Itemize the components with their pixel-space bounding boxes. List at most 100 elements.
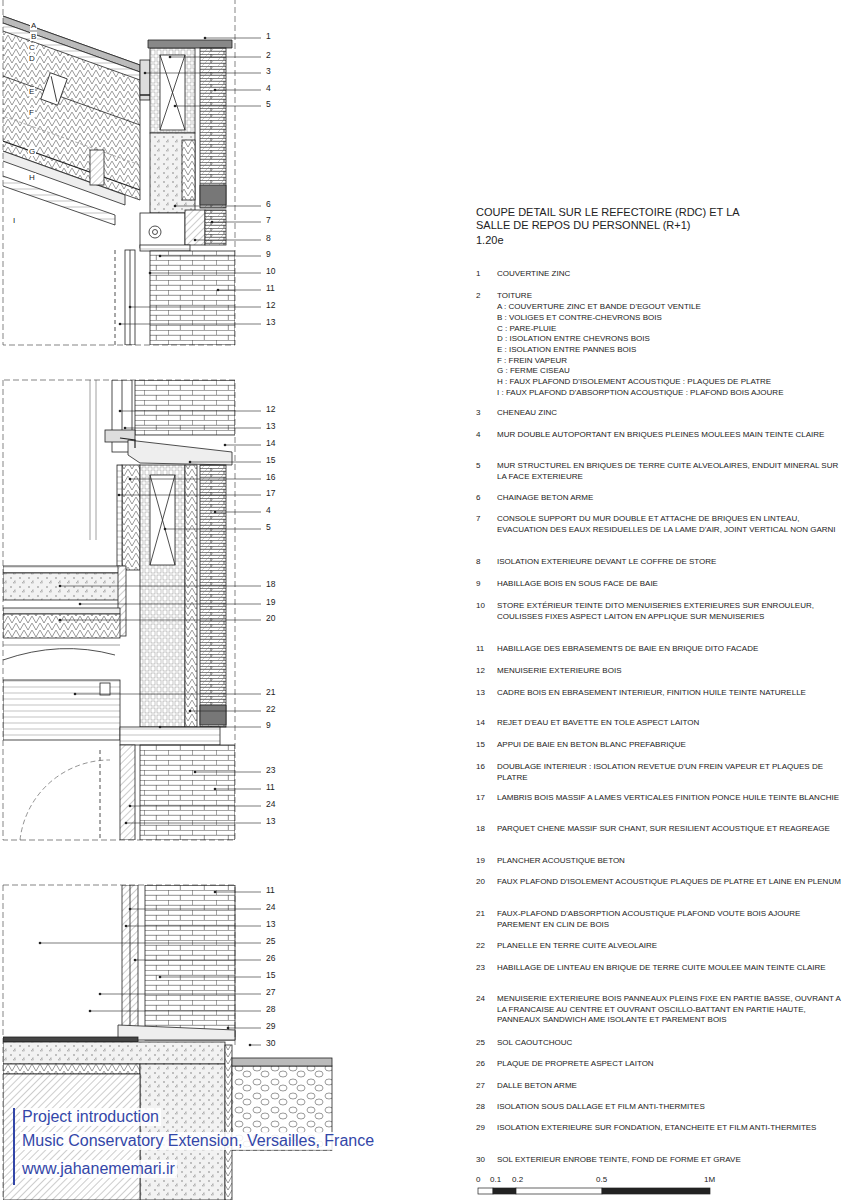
- callout-number: 17: [266, 489, 275, 499]
- legend-text: MUR DOUBLE AUTOPORTANT EN BRIQUES PLEINE…: [497, 430, 843, 441]
- leader-line: [205, 38, 261, 39]
- callout-number: 30: [266, 1039, 275, 1049]
- callout-number: 24: [266, 903, 275, 913]
- callout-number: 4: [266, 506, 271, 516]
- legend-number: 1: [476, 269, 480, 278]
- scale-label: 1M: [704, 1175, 715, 1184]
- legend-subitem: B : VOLIGES ET CONTRE-CHEVRONS BOIS: [497, 313, 843, 324]
- callout-number: 23: [266, 766, 275, 776]
- callout-number: 7: [266, 216, 271, 226]
- legend-number: 25: [476, 1038, 485, 1047]
- leader-line: [130, 806, 261, 807]
- callout-number: 15: [266, 971, 275, 981]
- callout-number: 13: [266, 817, 275, 827]
- leader-line: [80, 604, 261, 605]
- legend-text: COUVERTINE ZINC: [497, 269, 843, 280]
- legend-number: 29: [476, 1123, 485, 1132]
- callout-number: 5: [266, 100, 271, 110]
- legend-number: 28: [476, 1102, 485, 1111]
- leader-line: [145, 73, 261, 74]
- legend-subitem: D : ISOLATION ENTRE CHEVRONS BOIS: [497, 334, 843, 345]
- leader-dot: [159, 976, 162, 979]
- leader-dot: [249, 1044, 252, 1047]
- leader-line: [215, 90, 261, 91]
- watermark: Project introduction: [20, 1108, 161, 1126]
- callout-number: 21: [266, 688, 275, 698]
- legend-number: 19: [476, 856, 485, 865]
- leader-line: [120, 411, 261, 412]
- legend-text: FAUX-PLAFOND D'ABSORPTION ACOUSTIQUE PLA…: [497, 909, 843, 930]
- leader-line: [100, 994, 261, 995]
- leader-dot: [214, 788, 217, 791]
- leader-line: [75, 694, 261, 695]
- callout-number: 11: [266, 284, 275, 294]
- leader-line: [125, 428, 261, 429]
- legend-number: 5: [476, 461, 480, 470]
- legend-subitem: F : FREIN VAPEUR: [497, 356, 843, 367]
- leader-dot: [99, 993, 102, 996]
- callout-number: 24: [266, 800, 275, 810]
- legend-number: 7: [476, 514, 480, 523]
- legend-text: CHAINAGE BETON ARME: [497, 493, 843, 504]
- leader-line: [175, 106, 261, 107]
- leader-line: [60, 586, 261, 587]
- layer-letter: A: [30, 21, 37, 30]
- leader-line: [190, 711, 261, 712]
- leader-line: [195, 240, 261, 241]
- leader-dot: [125, 925, 128, 928]
- legend-subitem: E : ISOLATION ENTRE PANNES BOIS: [497, 345, 843, 356]
- leader-line: [165, 529, 261, 530]
- legend-subitem: A : COUVERTURE ZINC ET BANDE D'EGOUT VEN…: [497, 302, 843, 313]
- legend-text: REJET D'EAU ET BAVETTE EN TOLE ASPECT LA…: [497, 718, 843, 729]
- leader-dot: [118, 494, 121, 497]
- layer-letter: H: [28, 173, 36, 182]
- leader-dot: [194, 771, 197, 774]
- leader-line: [150, 273, 261, 274]
- legend-number: 20: [476, 877, 485, 886]
- callout-number: 15: [266, 456, 275, 466]
- leader-line: [250, 1045, 261, 1046]
- legend-text: ISOLATION EXTERIEURE DEVANT LE COFFRE DE…: [497, 557, 843, 568]
- legend-number: 6: [476, 493, 480, 502]
- scale-label: 0.2: [512, 1175, 523, 1184]
- legend-number: 8: [476, 557, 480, 566]
- leader-line: [119, 495, 261, 496]
- leader-line: [120, 324, 261, 325]
- legend-number: 24: [476, 994, 485, 1003]
- callout-number: 20: [266, 614, 275, 624]
- scale-label: 0.1: [490, 1175, 501, 1184]
- callout-number: 11: [266, 783, 275, 793]
- leader-dot: [224, 444, 227, 447]
- leader-dot: [74, 693, 77, 696]
- leader-line: [160, 727, 261, 728]
- callout-number: 9: [266, 250, 271, 260]
- callout-number: 22: [266, 705, 275, 715]
- legend-number: 23: [476, 963, 485, 972]
- leader-dot: [217, 289, 220, 292]
- leader-line: [160, 977, 261, 978]
- legend-subitem: H : FAUX PLAFOND D'ISOLEMENT ACOUSTIQUE …: [497, 377, 843, 388]
- legend-text: TOITURE: [497, 291, 843, 302]
- scale-label: 0.5: [596, 1175, 607, 1184]
- legend-number: 4: [476, 430, 480, 439]
- callout-number: 29: [266, 1022, 275, 1032]
- leader-line: [225, 445, 261, 446]
- legend-number: 12: [476, 666, 485, 675]
- leader-line: [40, 943, 261, 944]
- layer-letter: D: [28, 54, 36, 63]
- callout-number: 6: [266, 200, 271, 210]
- leader-dot: [214, 891, 217, 894]
- callout-number: 26: [266, 954, 275, 964]
- callout-number: 2: [266, 51, 271, 61]
- layer-letter: I: [12, 216, 16, 225]
- legend-text: PARQUET CHENE MASSIF SUR CHANT, SUR RESI…: [497, 824, 843, 835]
- legend-text: PLANCHER ACOUSTIQUE BETON: [497, 856, 843, 867]
- leader-dot: [119, 323, 122, 326]
- legend-number: 27: [476, 1081, 485, 1090]
- legend-text: CADRE BOIS EN EBRASEMENT INTERIEUR, FINI…: [497, 688, 843, 699]
- callout-number: 14: [266, 439, 275, 449]
- legend-number: 26: [476, 1059, 485, 1068]
- leader-line: [126, 823, 261, 824]
- leader-line: [215, 512, 261, 513]
